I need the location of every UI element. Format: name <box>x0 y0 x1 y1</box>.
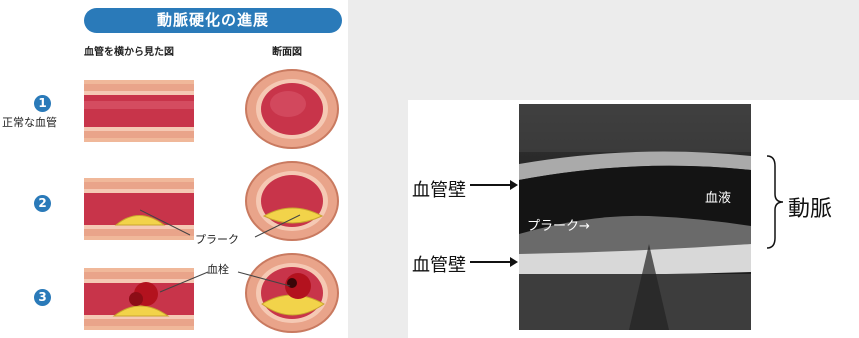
step-1-label: 正常な血管 <box>2 114 57 130</box>
upper-vessel-wall-label: 血管壁 <box>412 176 466 202</box>
side-view-heading: 血管を横から見た図 <box>84 43 174 58</box>
atherosclerosis-illustration-panel: 動脈硬化の進展 血管を横から見た図 断面図 1 正常な血管 2 プラーク 3 <box>0 0 348 338</box>
cross-section-heading: 断面図 <box>272 43 302 58</box>
clot-callout-lines <box>150 268 300 298</box>
artery-label: 動脈 <box>788 191 832 223</box>
blood-label: 血液 <box>705 187 731 206</box>
plaque-label: プラーク→ <box>527 215 590 234</box>
illustration-title: 動脈硬化の進展 <box>84 8 342 33</box>
step-1-badge: 1 <box>34 95 51 112</box>
artery-brace <box>765 154 785 250</box>
normal-vessel-side-view <box>84 80 194 142</box>
lower-vessel-wall-label: 血管壁 <box>412 251 466 277</box>
step-3-badge: 3 <box>34 289 51 306</box>
lower-wall-arrow <box>470 255 518 269</box>
plaque-callout: プラーク <box>195 231 239 247</box>
step-2-badge: 2 <box>34 195 51 212</box>
upper-wall-arrow <box>470 178 518 192</box>
normal-vessel-cross-section <box>244 68 340 150</box>
